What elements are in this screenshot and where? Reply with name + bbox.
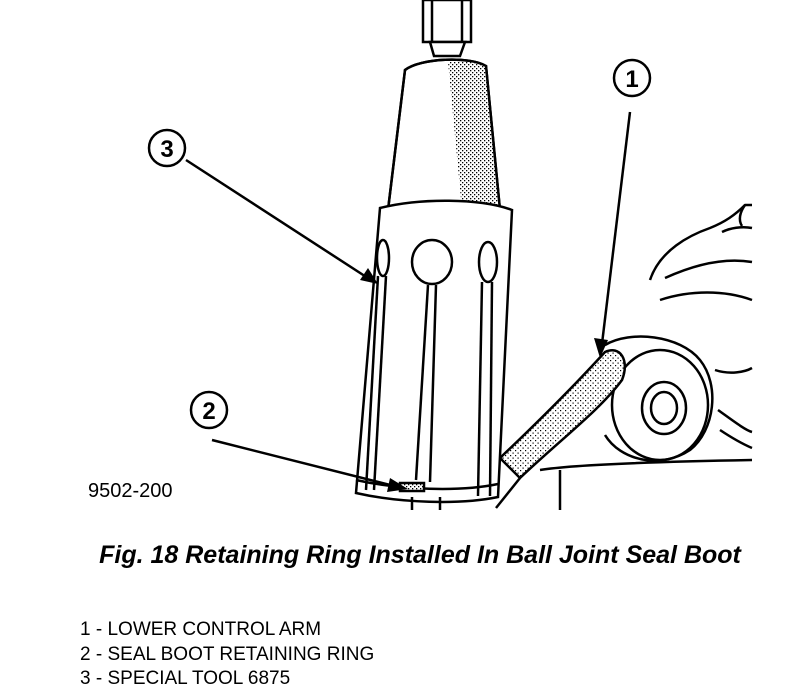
special-tool-body — [386, 58, 502, 212]
legend-number: 2 — [80, 643, 91, 665]
legend-item-1: 1 - LOWER CONTROL ARM — [80, 618, 374, 643]
legend-text: SEAL BOOT RETAINING RING — [107, 643, 375, 665]
legend-item-3: 3 - SPECIAL TOOL 6875 — [80, 667, 374, 692]
special-tool-sleeve — [354, 199, 514, 510]
legend-text: LOWER CONTROL ARM — [107, 619, 322, 640]
legend-separator: - — [90, 619, 108, 640]
figure-caption: Fig. 18 Retaining Ring Installed In Ball… — [99, 541, 741, 569]
callout-3: 3 — [147, 128, 378, 284]
legend-number: 1 — [80, 619, 91, 640]
callout-1-number: 1 — [625, 66, 638, 93]
legend-text: SPECIAL TOOL 6875 — [107, 668, 291, 689]
legend-item-2: 2 - SEAL BOOT RETAINING RING — [80, 643, 374, 668]
legend-number: 3 — [80, 668, 91, 689]
figure-id: 9502-200 — [88, 480, 173, 502]
legend-list: 1 - LOWER CONTROL ARM 2 - SEAL BOOT RETA… — [80, 618, 374, 692]
lower-control-arm — [539, 203, 753, 510]
legend-separator: - — [90, 668, 108, 689]
callout-2-number: 2 — [202, 398, 215, 425]
tool-hex-nut — [421, 0, 473, 58]
legend-separator: - — [90, 643, 108, 665]
callout-1: 1 — [594, 58, 652, 358]
callout-2: 2 — [189, 390, 408, 492]
ball-joint-tool-illustration: 3 1 2 9502-200 — [88, 0, 753, 510]
control-arm-beam — [498, 349, 627, 480]
callout-3-number: 3 — [160, 136, 173, 163]
